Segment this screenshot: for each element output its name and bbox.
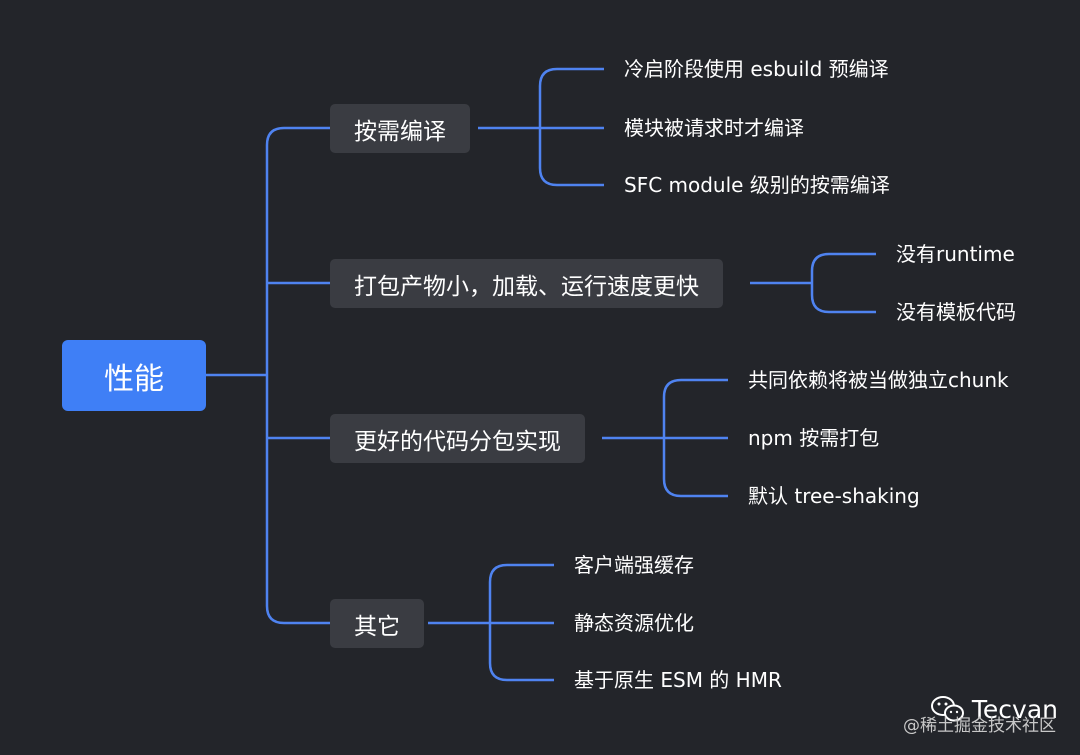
connector-b4 <box>428 563 554 682</box>
leaf-node[interactable]: 没有模板代码 <box>896 300 1016 324</box>
leaf-node[interactable]: npm 按需打包 <box>748 426 880 450</box>
watermark-name: Tecvan <box>971 694 1058 724</box>
connector-b1 <box>478 67 604 187</box>
leaf-node[interactable]: 基于原生 ESM 的 HMR <box>574 668 782 692</box>
branch-node-small-bundle[interactable]: 打包产物小，加载、运行速度更快 <box>330 259 723 308</box>
leaf-node[interactable]: 没有runtime <box>896 242 1015 266</box>
leaf-node[interactable]: SFC module 级别的按需编译 <box>624 173 890 197</box>
watermark: Tecvan <box>930 694 1058 724</box>
leaf-node[interactable]: 默认 tree-shaking <box>748 484 920 508</box>
root-node[interactable]: 性能 <box>62 340 206 411</box>
branch-node-others[interactable]: 其它 <box>330 599 424 648</box>
leaf-node[interactable]: 模块被请求时才编译 <box>624 116 804 140</box>
wechat-icon <box>930 696 964 722</box>
leaf-node[interactable]: 静态资源优化 <box>574 611 694 635</box>
watermark-sub: @稀土掘金技术社区 <box>903 716 1056 736</box>
leaf-node[interactable]: 冷启阶段使用 esbuild 预编译 <box>624 57 889 81</box>
leaf-node[interactable]: 共同依赖将被当做独立chunk <box>748 368 1009 392</box>
branch-node-on-demand-compile[interactable]: 按需编译 <box>330 104 470 153</box>
branch-node-code-splitting[interactable]: 更好的代码分包实现 <box>330 414 585 463</box>
connector-trunk <box>265 126 330 625</box>
leaf-node[interactable]: 客户端强缓存 <box>574 553 694 577</box>
connector-b3 <box>602 378 728 498</box>
connector-b2 <box>750 252 876 314</box>
